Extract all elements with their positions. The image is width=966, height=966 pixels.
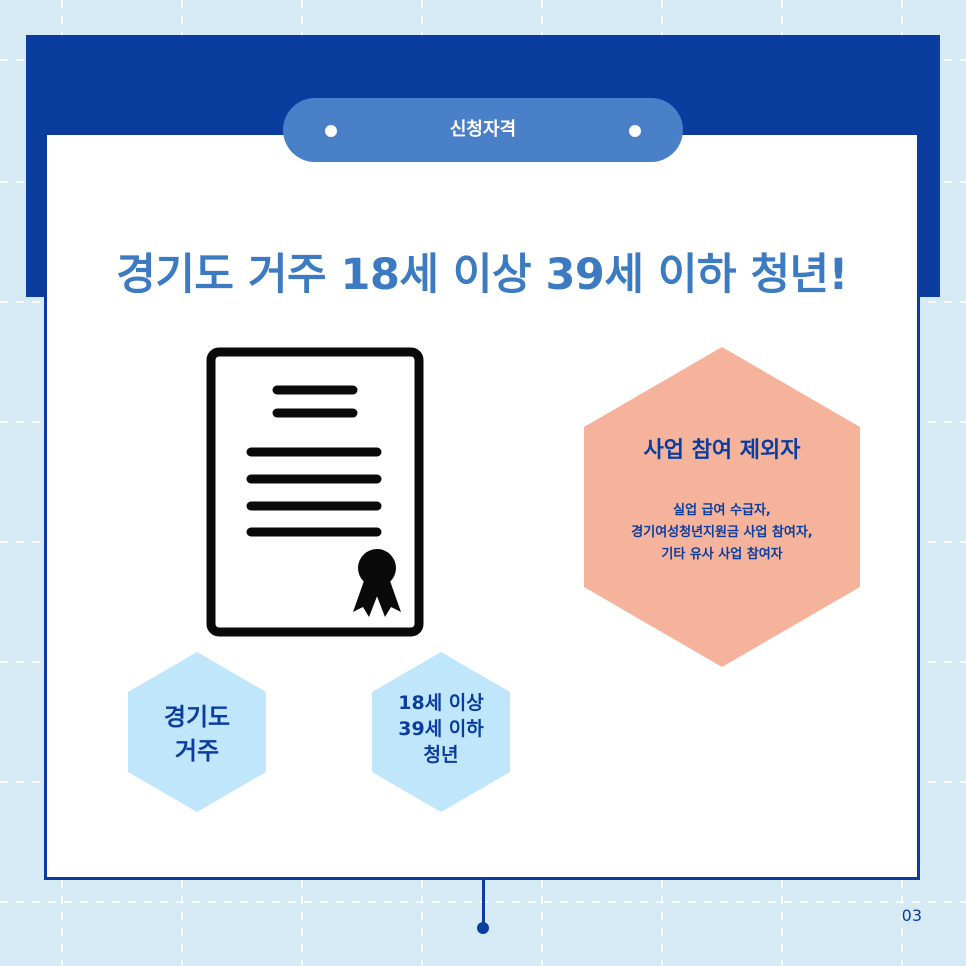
exclusion-line: 기타 유사 사업 참여자 (661, 547, 783, 562)
exclusion-line: 경기여성청년지원금 사업 참여자, (631, 525, 813, 540)
criteria-line: 39세 이하 (398, 718, 484, 740)
connector-line (482, 880, 485, 926)
residence-criteria: 경기도 거주 (128, 700, 266, 768)
exclusion-hexagon (584, 347, 860, 667)
exclusion-body: 실업 급여 수급자, 경기여성청년지원금 사업 참여자, 기타 유사 사업 참여… (584, 500, 860, 566)
exclusion-line: 실업 급여 수급자, (673, 503, 771, 518)
criteria-line: 경기도 (163, 703, 231, 731)
residence-hexagon (128, 652, 266, 812)
section-badge: 신청자격 (283, 98, 683, 162)
age-hexagon (372, 652, 510, 812)
badge-label: 신청자격 (449, 119, 517, 140)
criteria-line: 거주 (174, 737, 220, 765)
criteria-line: 18세 이상 (398, 692, 484, 714)
exclusion-title: 사업 참여 제외자 (643, 438, 801, 463)
connector-dot (477, 922, 489, 934)
criteria-line: 청년 (423, 744, 459, 766)
certificate-icon (206, 347, 424, 637)
badge-dot-left (325, 125, 337, 137)
headline: 경기도 거주 18세 이상 39세 이하 청년! (116, 250, 848, 300)
age-criteria: 18세 이상 39세 이하 청년 (372, 690, 510, 768)
page-number: 03 (901, 906, 922, 925)
badge-dot-right (629, 125, 641, 137)
